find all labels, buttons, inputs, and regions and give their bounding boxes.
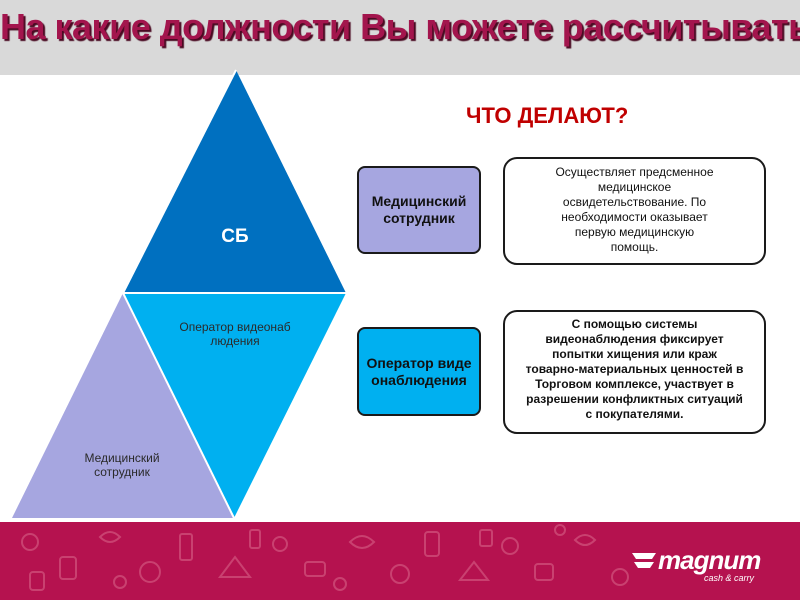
- role-box-medical: Медицинский сотрудник: [357, 166, 481, 254]
- description-line: освидетельствование. По: [562, 195, 707, 209]
- title-bar: [0, 0, 800, 75]
- page-title: На какие должности Вы можете рассчитыват…: [0, 6, 800, 47]
- pyramid-divider: [122, 292, 235, 519]
- pyramid-top-label: СБ: [221, 226, 249, 247]
- description-line: Торговом комплексе, участвует в: [535, 377, 734, 391]
- logo-swoosh-icon: [632, 553, 656, 568]
- pyramid-middle-operator: [123, 293, 346, 518]
- description-line: первую медицинскую: [574, 225, 695, 239]
- description-line: видеонаблюдения фиксирует: [545, 332, 724, 346]
- logo-subtitle: cash & carry: [704, 573, 755, 583]
- pyramid-divider: [122, 69, 237, 294]
- description-line: необходимости оказывает: [561, 210, 708, 224]
- description-line: попытки хищения или краж: [552, 347, 717, 361]
- logo-text: magnum: [658, 545, 761, 575]
- magnum-logo: magnum cash & carry: [630, 545, 761, 585]
- description-line: с покупателями.: [585, 407, 684, 421]
- description-line: медицинское: [597, 180, 672, 194]
- footer-pattern: [21, 524, 629, 591]
- pyramid-middle-label: Оператор видеонаблюдения: [179, 320, 291, 348]
- description-line: помощь.: [610, 240, 659, 254]
- section-heading: ЧТО ДЕЛАЮТ?: [466, 103, 629, 128]
- description-box-medical: Осуществляет предсменное медицинское осв…: [503, 157, 766, 265]
- footer-banner: [0, 522, 800, 600]
- description-line: разрешении конфликтных ситуаций: [526, 392, 743, 406]
- pyramid-top-sb: [123, 70, 346, 293]
- role-box-operator: Оператор видеонаблюдения: [357, 327, 481, 416]
- description-box-operator: С помощью системы видеонаблюдения фиксир…: [503, 310, 766, 434]
- pyramid-bottom-label: Медицинский сотрудник: [84, 451, 160, 479]
- pyramid-bottom-medical: [12, 293, 234, 518]
- description-line: Осуществляет предсменное: [555, 165, 714, 179]
- description-line: С помощью системы: [571, 317, 698, 331]
- description-line: товарно-материальных ценностей в: [525, 362, 744, 376]
